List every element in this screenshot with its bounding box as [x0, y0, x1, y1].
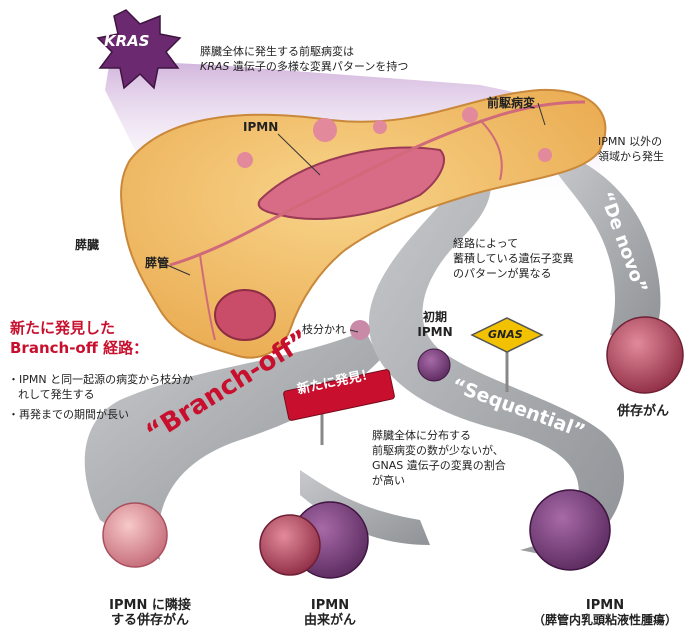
new-discovery-sign-icon	[283, 369, 395, 421]
branch-label: 枝分かれ	[302, 323, 346, 336]
branch-off-heading: 新たに発見した Branch-off 経路：	[10, 318, 148, 358]
branch-off-bullet: ・IPMN と同一起源の病変から枝分かれして発生する	[8, 373, 194, 401]
branch-off-heading-line2: Branch-off 経路：	[10, 339, 149, 357]
precursor-lesion	[373, 120, 387, 134]
tumor-icon	[417, 348, 451, 382]
adjacent-cancer-label: IPMN に隣接 する併存がん	[109, 598, 191, 628]
precursor-lesion	[538, 148, 552, 162]
leader-line	[349, 329, 359, 333]
kras-description: 膵臓全体に発生する前駆病変は KRAS 遺伝子の多様な変異パターンを持つ	[200, 44, 480, 74]
precursor-lesion	[237, 152, 253, 168]
gnas-sign-label: GNAS	[488, 328, 523, 341]
ipmn-derived-cancer-label: IPMN 由来がん	[303, 598, 356, 628]
branch-off-heading-line1: 新たに発見した	[10, 319, 116, 337]
sequential-description: 膵臓全体に分布する 前駆病変の数が少ないが、 GNAS 遺伝子の変異の割合 が高…	[372, 429, 506, 487]
branch-lesion	[350, 320, 370, 340]
tumor-icon	[529, 489, 611, 571]
kras-desc-line1: 膵臓全体に発生する前駆病変は	[200, 45, 354, 58]
gnas-sign-icon	[470, 317, 544, 353]
de-novo-road	[555, 150, 661, 340]
pancreas-label: 膵臓	[75, 238, 100, 252]
kras-badge-label: KRAS	[104, 32, 150, 50]
branch-off-bullets: ・IPMN と同一起源の病変から枝分かれして発生する ・再発までの期間が長い	[8, 372, 198, 422]
concurrent-cancer-label: 併存がん	[617, 404, 670, 419]
pathway-note: 経路によって 蓄積している遺伝子変異 のパターンが異なる	[453, 237, 574, 280]
leader-line	[537, 102, 546, 126]
tumor-icon	[102, 502, 168, 568]
ipmn-label: IPMN	[243, 120, 279, 134]
duct-label: 膵管	[145, 256, 170, 270]
tumor-icon	[259, 514, 321, 576]
leader-line	[277, 133, 321, 176]
branch-off-bullet: ・再発までの期間が長い	[8, 408, 129, 421]
ipmn-derived-road	[300, 470, 430, 545]
kras-desc-line2: KRAS 遺伝子の多様な変異パターンを持つ	[200, 59, 480, 74]
pancreatic-duct	[169, 100, 586, 267]
early-ipmn-label: 初期 IPMN	[417, 310, 453, 339]
de-novo-origin: IPMN 以外の 領域から発生	[598, 135, 664, 163]
precursor-label: 前駆病変	[487, 96, 536, 110]
duct-branch	[479, 119, 503, 181]
duct-opening	[214, 289, 276, 341]
pancreas-organ	[120, 88, 607, 359]
ipmn-result-label: IPMN （膵管内乳頭粘液性腫瘍）	[532, 598, 677, 627]
kras-burst-icon	[96, 9, 182, 90]
tumor-icon	[606, 316, 684, 394]
precursor-lesion	[313, 118, 337, 142]
duct-branch	[199, 254, 216, 341]
kras-desc-rest: 遺伝子の多様な変異パターンを持つ	[229, 60, 409, 73]
kras-desc-gene: KRAS	[200, 60, 230, 73]
sequential-road	[368, 170, 624, 560]
precursor-lesion	[462, 107, 478, 123]
leader-line	[159, 261, 191, 276]
